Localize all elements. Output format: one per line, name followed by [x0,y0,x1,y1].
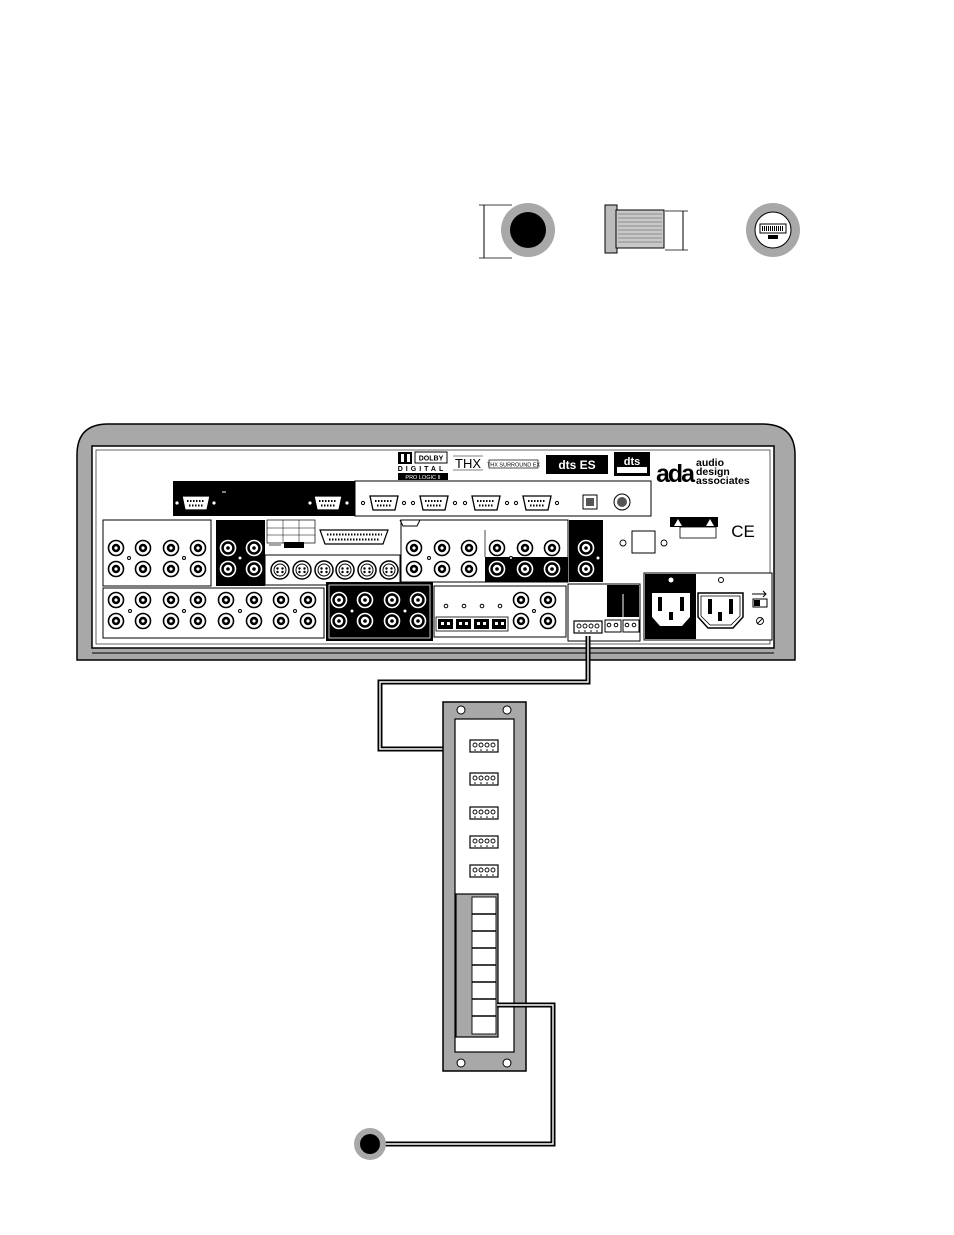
output-block-black [326,582,433,641]
svg-text:ada: ada [656,460,696,488]
dts-logo: dts [614,452,650,476]
rj-jack-icon [746,203,800,257]
ir-distribution-hub [442,701,527,1072]
svg-text:CE: CE [731,522,755,541]
svg-text:THX SURROUND EX: THX SURROUND EX [487,463,541,469]
svg-text:dts: dts [624,456,641,468]
thx-logo: THX [453,455,483,471]
ir-terminal-block [567,583,641,642]
warning-label [670,517,718,539]
thx-ex-logo: THX SURROUND EX [487,459,541,469]
receiver-back-panel: DOLBY DIGITAL PRO LOGIC II THX THX SURRO… [76,423,796,661]
warning-triangle-icon [674,519,682,526]
fuse-holder [619,530,668,554]
dipswitch-area [266,519,316,548]
svg-text:THX: THX [455,456,481,471]
svg-text:dts ES: dts ES [558,458,595,472]
audio-input-group-left [102,519,212,587]
svg-text:DIGITAL: DIGITAL [398,466,446,473]
control-port-block [173,481,355,516]
emitter-output-strip [455,893,499,1038]
ir-emitter-side-icon [604,204,688,254]
video-out-block [569,520,603,582]
ir-emitter-endpoint [354,1128,386,1160]
filled-circle-icon [360,1134,380,1154]
audio-input-group-bottom [102,587,325,639]
db25-connector [319,529,389,545]
rs232-port-block [354,480,652,517]
svg-text:design: design [696,466,730,478]
svg-text:DOLBY: DOLBY [419,456,444,463]
ada-logo: ada audio design associates [656,457,750,488]
ce-mark: CE [731,522,755,541]
video-jack-block-black [216,520,265,586]
dts-es-logo: dts ES [546,455,608,474]
audio-group-center [399,519,569,583]
trigger-block [433,585,567,638]
svg-text:audio: audio [696,457,724,469]
svg-text:PRO LOGIC II: PRO LOGIC II [405,475,441,481]
filled-circle-icon [510,212,546,248]
svg-text:associates: associates [696,475,750,487]
dolby-logo: DOLBY DIGITAL PRO LOGIC II [398,451,448,481]
svideo-row [264,554,401,586]
power-section [643,572,773,641]
ir-hole-detail [479,203,555,259]
